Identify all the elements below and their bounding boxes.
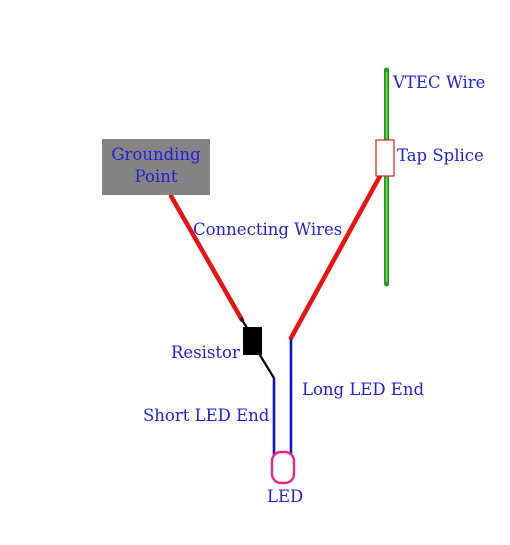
resistor-lead-bottom xyxy=(257,351,275,379)
resistor-lead-top xyxy=(240,317,248,329)
tap-splice-box xyxy=(375,139,395,177)
short-led-end-label: Short LED End xyxy=(143,406,270,425)
connecting-wires-label: Connecting Wires xyxy=(193,220,343,239)
vtec-wire-label: VTEC Wire xyxy=(393,73,486,92)
connecting-wire-ground xyxy=(168,193,245,323)
long-led-end-label: Long LED End xyxy=(302,380,425,399)
grounding-point-label: Grounding Point xyxy=(102,144,210,188)
grounding-point-box: Grounding Point xyxy=(102,139,210,195)
led-body xyxy=(270,450,296,485)
grounding-label-line2: Point xyxy=(134,167,178,186)
resistor-label: Resistor xyxy=(171,343,240,362)
grounding-label-line1: Grounding xyxy=(111,145,201,164)
tap-splice-label: Tap Splice xyxy=(397,146,484,165)
resistor-body xyxy=(243,327,262,355)
connecting-wire-splice xyxy=(288,173,383,341)
led-label: LED xyxy=(267,487,304,506)
